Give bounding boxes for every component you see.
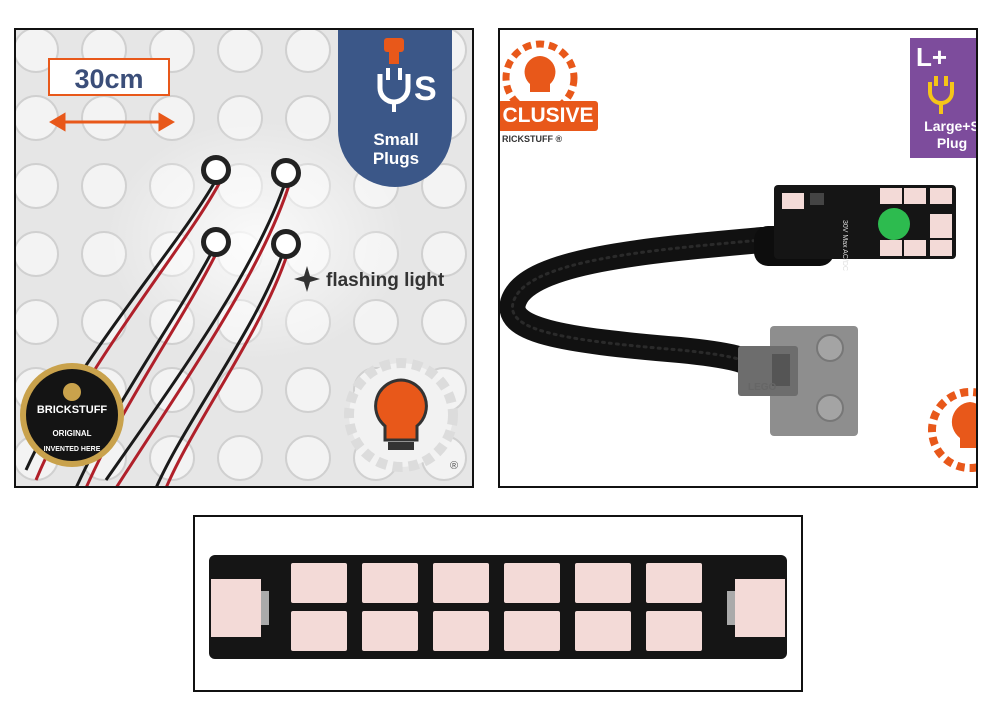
exclusive-brand-text: RICKSTUFF ®	[502, 134, 563, 144]
baseplate-stud	[285, 30, 331, 73]
length-arrow-icon	[49, 112, 175, 132]
plug-icon	[377, 38, 411, 112]
baseplate-stud	[421, 231, 467, 277]
controller-pcb	[774, 185, 956, 259]
baseplate-stud	[421, 299, 467, 345]
strip-board	[209, 555, 787, 659]
baseplate-stud	[285, 435, 331, 481]
end-connector-right	[735, 579, 785, 637]
plug-size-letter: S	[414, 70, 437, 108]
product-photo-cable-adapter: CLUSIVE RICKSTUFF ® L+ Large+S Plug 30V …	[498, 28, 978, 488]
exclusive-label: CLUSIVE	[500, 101, 598, 131]
cable-length-label: 30cm	[48, 58, 170, 96]
baseplate-stud	[421, 163, 467, 209]
product-photo-connector-strip	[193, 515, 803, 692]
strip-port	[362, 611, 418, 651]
plug-size-letter: L+	[916, 42, 948, 72]
baseplate-stud	[217, 30, 263, 73]
led-lights	[201, 155, 301, 259]
baseplate-stud	[285, 367, 331, 413]
baseplate-photo	[16, 30, 472, 486]
large-plugs-label: Large+S Plug	[924, 118, 978, 151]
strip-port	[291, 563, 347, 603]
strip-port	[291, 611, 347, 651]
wires	[24, 179, 292, 486]
strip-port	[433, 611, 489, 651]
sparkle-icon	[294, 266, 320, 292]
strip-port	[504, 611, 560, 651]
badge-brand-text: BRICKSTUFF	[36, 404, 108, 416]
status-led	[878, 208, 910, 240]
baseplate-stud	[16, 231, 59, 277]
badge-invented-text: INVENTED HERE	[43, 446, 101, 453]
baseplate-stud	[81, 95, 127, 141]
baseplate-stud	[16, 30, 59, 73]
strip-ports	[291, 563, 702, 651]
strip-port	[433, 563, 489, 603]
brick-connector	[738, 326, 858, 436]
strip-port	[646, 563, 702, 603]
connector-strip-photo	[209, 555, 787, 659]
large-plug-icon	[928, 76, 954, 114]
badge-original-text: ORIGINAL	[52, 429, 92, 438]
brickstuff-gear-logo-partial	[928, 388, 976, 472]
baseplate-stud	[217, 367, 263, 413]
baseplate-stud	[16, 163, 59, 209]
product-photo-flashing-lights: 30cm S Small Plugs flashing light BRICKS…	[14, 28, 474, 488]
end-connector-left	[211, 579, 261, 637]
large-plug-banner	[910, 38, 976, 158]
strip-port	[504, 563, 560, 603]
strip-port	[575, 563, 631, 603]
small-plugs-label: Small Plugs	[372, 130, 420, 168]
strip-port	[646, 611, 702, 651]
registered-mark: ®	[450, 460, 459, 472]
flashing-light-label: flashing light	[326, 270, 445, 291]
baseplate-stud	[16, 95, 59, 141]
baseplate-stud	[16, 299, 59, 345]
pcb-voltage-text: 30V Max AC/DC	[841, 220, 848, 271]
ribbon-cable	[500, 227, 775, 383]
strip-port	[362, 563, 418, 603]
baseplate-stud	[217, 435, 263, 481]
brickstuff-gear-logo	[344, 358, 458, 472]
strip-port	[575, 611, 631, 651]
brick-logo-text: LEGO	[748, 382, 777, 393]
cable-adapter-photo	[500, 40, 976, 472]
original-badge	[20, 363, 124, 467]
